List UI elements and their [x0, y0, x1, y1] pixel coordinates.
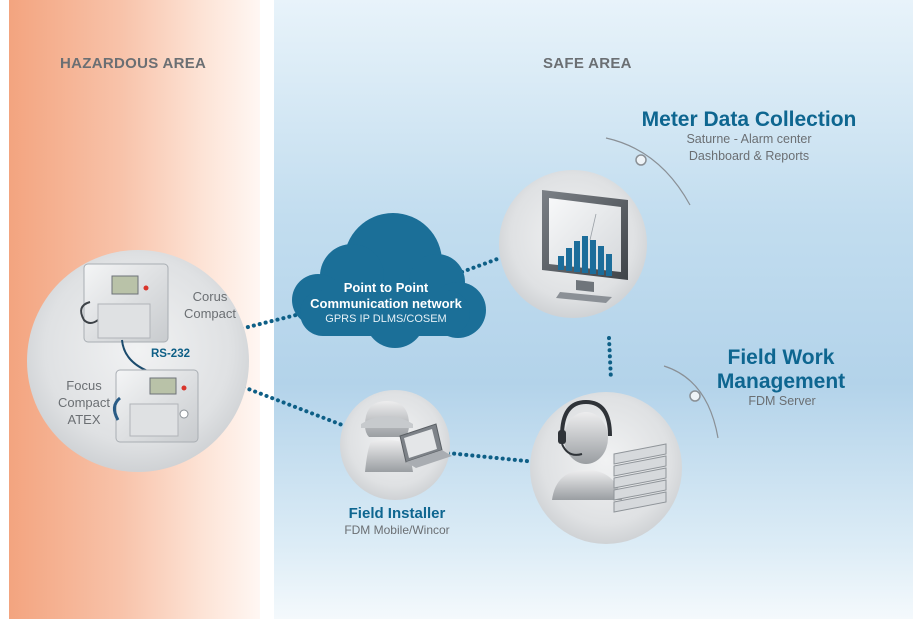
operator-headset-icon — [552, 399, 622, 500]
hazardous-area-title: HAZARDOUS AREA — [60, 55, 207, 72]
orbit-arcs — [605, 137, 719, 439]
meter-data-collection-title: Meter Data Collection — [641, 108, 857, 131]
monitor-icon — [542, 190, 628, 303]
arc-meter-data — [605, 137, 691, 206]
cloud-shape — [292, 213, 486, 348]
cloud-label-line3: GPRS IP DLMS/COSEM — [325, 313, 447, 325]
link-installer-to-fdm — [446, 451, 538, 464]
arc-field-work — [663, 365, 719, 439]
focus-label-line1: Focus — [66, 378, 102, 393]
corus-label-line1: Corus — [192, 289, 228, 304]
cloud-label-line2: Communication network — [310, 296, 462, 311]
link-cloud-to-meter-data — [460, 256, 502, 274]
corus-meter-icon — [80, 263, 169, 343]
focus-label-line2: Compact — [57, 395, 111, 410]
field-installer-title: Field Installer — [348, 505, 446, 522]
meter-data-collection-line1: Saturne - Alarm center — [686, 132, 812, 146]
meter-data-collection-line2: Dashboard & Reports — [688, 149, 810, 163]
monitor-bar-chart — [558, 236, 612, 276]
connection-lines — [234, 256, 613, 464]
field-work-subtitle: FDM Server — [748, 394, 816, 408]
field-work-title-line2: Management — [716, 370, 846, 393]
arc-marker-meter-data — [635, 154, 647, 166]
installer-person-icon — [361, 401, 413, 472]
field-work-title-line1: Field Work — [727, 346, 835, 369]
focus-meter-icon — [113, 369, 199, 443]
cloud-label-line1: Point to Point — [343, 280, 429, 295]
arc-marker-field-work — [689, 390, 701, 402]
link-meters-to-cloud — [234, 313, 298, 332]
server-rack-icon — [613, 443, 667, 513]
link-meters-to-installer — [236, 383, 352, 430]
field-installer-subtitle: FDM Mobile/Wincor — [344, 523, 450, 537]
laptop-icon — [399, 423, 452, 468]
corus-label-line2: Compact — [183, 306, 237, 321]
safe-area-title: SAFE AREA — [543, 55, 632, 72]
focus-label-line3: ATEX — [67, 412, 101, 427]
link-meter-data-to-fdm — [607, 336, 613, 382]
rs232-label: RS-232 — [151, 348, 190, 360]
